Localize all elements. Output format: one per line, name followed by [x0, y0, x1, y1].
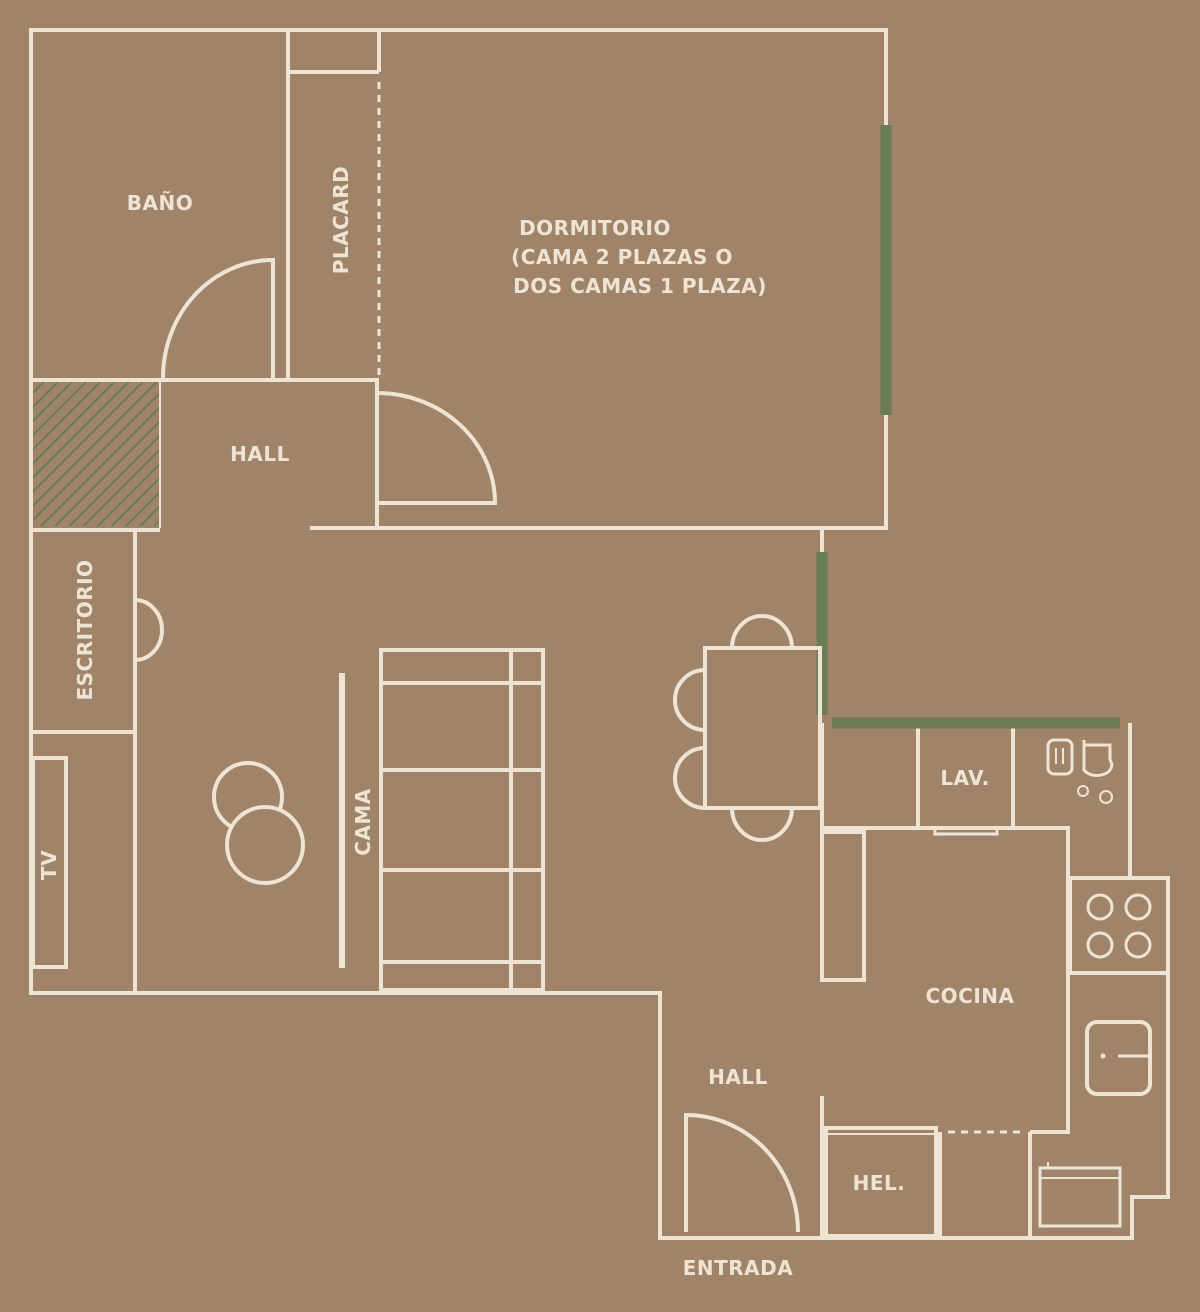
chair [730, 807, 794, 842]
label-dormitorio-line2: (CAMA 2 PLAZAS O [511, 245, 733, 269]
label-escritorio: ESCRITORIO [73, 559, 97, 700]
walls [29, 28, 1170, 1240]
tv-unit [31, 756, 68, 969]
stove-icon [1068, 876, 1170, 975]
label-lav: LAV. [940, 766, 989, 790]
label-hall-bottom: HALL [708, 1065, 768, 1089]
hatched-area [33, 382, 159, 526]
label-bano: BAÑO [127, 191, 193, 215]
furniture [31, 598, 1170, 1228]
label-dormitorio: DORMITORIO [519, 216, 671, 240]
label-entrada: ENTRADA [683, 1256, 794, 1280]
entrance-door [684, 1112, 800, 1233]
oven-icon [1038, 1162, 1122, 1228]
label-cocina: COCINA [925, 984, 1014, 1008]
sink-icon [1085, 1020, 1152, 1096]
chair [730, 614, 794, 649]
boiler-icon [1046, 738, 1114, 804]
green-walls [816, 125, 1120, 729]
dining-table [703, 646, 822, 810]
chair [673, 668, 706, 732]
sofa-bed [379, 648, 545, 992]
bedroom-door [376, 391, 498, 505]
label-placard: PLACARD [329, 166, 353, 275]
label-tv: TV [37, 850, 61, 880]
label-dormitorio-line3: DOS CAMAS 1 PLAZA) [513, 274, 767, 298]
desk-chair [134, 598, 164, 662]
chair [673, 746, 706, 810]
bathroom-door [161, 257, 275, 379]
coffee-table [225, 805, 305, 885]
label-hel: HEL. [853, 1171, 906, 1195]
room-labels: BAÑO PLACARD DORMITORIO (CAMA 2 PLAZAS O… [37, 166, 1014, 1280]
label-cama: CAMA [351, 788, 375, 856]
label-hall-top: HALL [230, 442, 290, 466]
doors [161, 257, 800, 1233]
